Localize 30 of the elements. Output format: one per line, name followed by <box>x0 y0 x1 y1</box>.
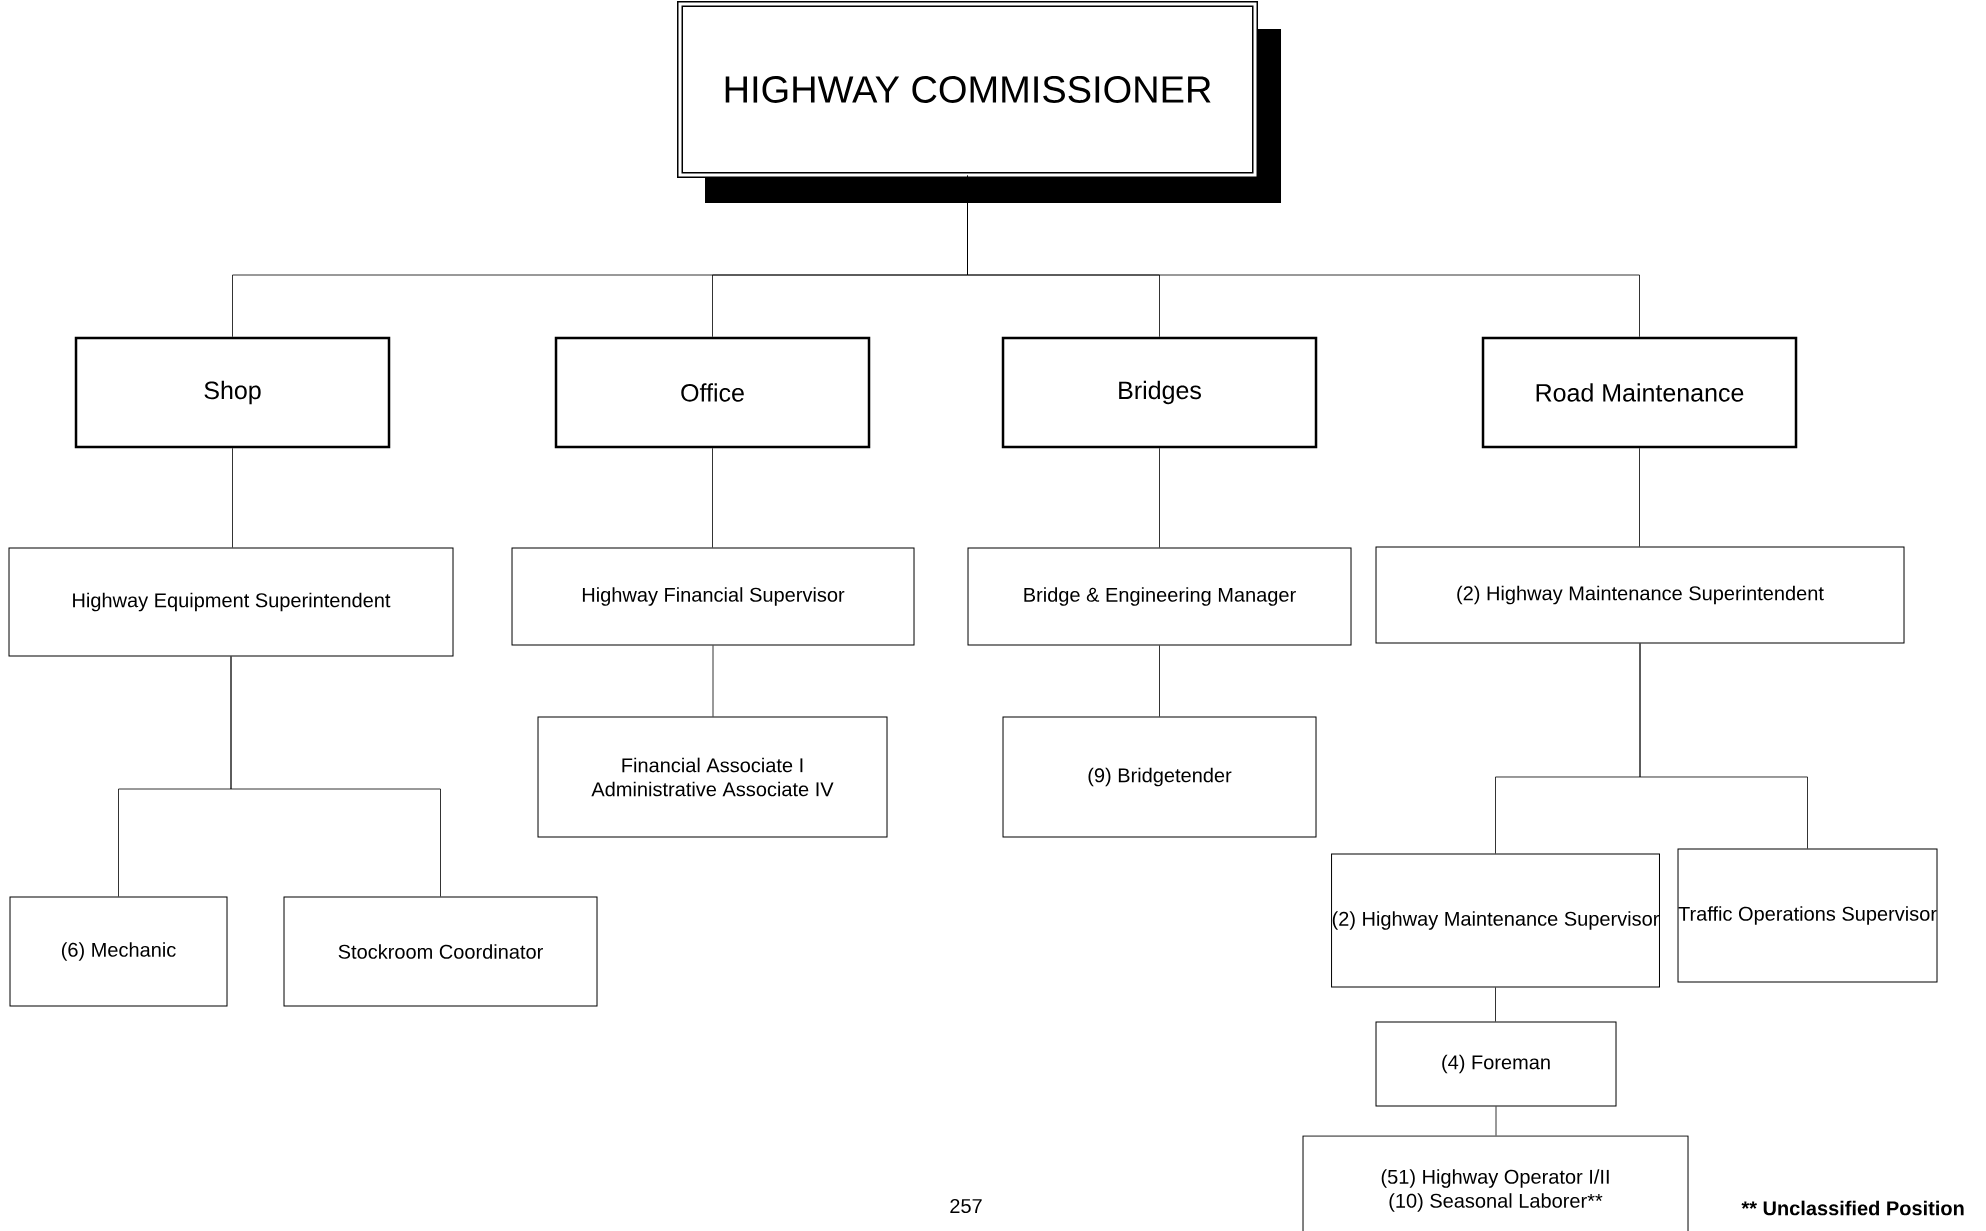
position-box: Highway Equipment Superintendent <box>8 547 454 657</box>
position-box: Stockroom Coordinator <box>283 896 598 1007</box>
department-box: Road Maintenance <box>1481 336 1798 449</box>
connector-line <box>1639 643 1808 849</box>
title-box: HIGHWAY COMMISSIONER <box>677 1 1281 203</box>
connector-line <box>1495 987 1496 1022</box>
position-box: (6) Mechanic <box>9 896 228 1007</box>
position-box: Traffic Operations Supervisor <box>1677 848 1938 983</box>
connector-line <box>232 447 233 548</box>
position-box: (51) Highway Operator I/II (10) Seasonal Laborer** <box>1302 1135 1689 1231</box>
position-box: (2) Highway Maintenance Supervisor <box>1331 853 1660 988</box>
page-number: 257 <box>950 1198 982 1214</box>
position-box: Financial Associate I Administrative Associate IV <box>537 716 888 838</box>
connector-line <box>1639 447 1640 547</box>
connector-line <box>1159 447 1160 548</box>
connector-line <box>1495 1106 1497 1136</box>
connector-line <box>1159 645 1160 717</box>
position-box: (2) Highway Maintenance Superintendent <box>1375 546 1905 644</box>
footnote: ** Unclassified Position <box>1741 1200 1964 1216</box>
position-box: Highway Financial Supervisor <box>511 547 915 646</box>
connector-line <box>712 645 714 717</box>
position-box: (9) Bridgetender <box>1002 716 1317 838</box>
connector-line <box>230 656 441 897</box>
connector-line <box>967 175 1640 338</box>
position-box: Bridge & Engineering Manager <box>967 547 1352 646</box>
department-box: Bridges <box>1001 336 1318 449</box>
position-box: (4) Foreman <box>1375 1021 1617 1107</box>
department-box: Shop <box>74 336 391 449</box>
department-box: Office <box>554 336 871 449</box>
connector-line <box>712 447 713 548</box>
